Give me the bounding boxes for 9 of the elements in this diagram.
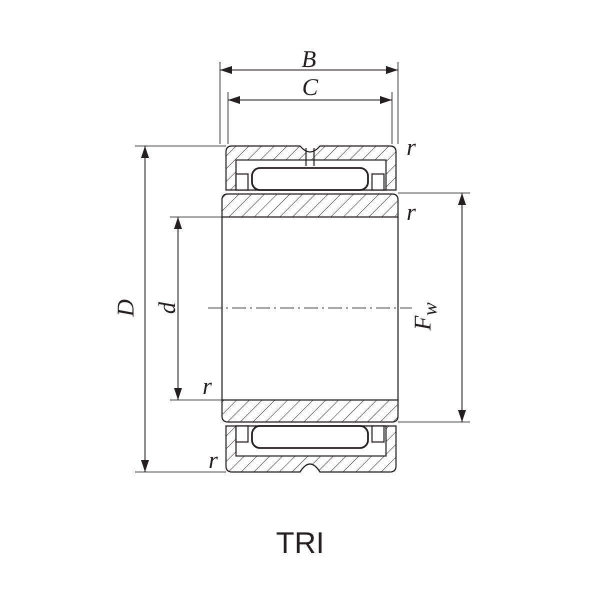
radius-label: r — [202, 375, 212, 399]
radius-label: r — [406, 201, 416, 225]
dimension-label: d — [156, 302, 180, 314]
dimension-label: C — [302, 76, 318, 100]
radius-label: r — [406, 136, 416, 160]
dimension-label: D — [114, 299, 138, 317]
caption: TRI — [276, 528, 324, 560]
radius-label: r — [208, 449, 218, 473]
dimension-label: B — [302, 48, 316, 72]
